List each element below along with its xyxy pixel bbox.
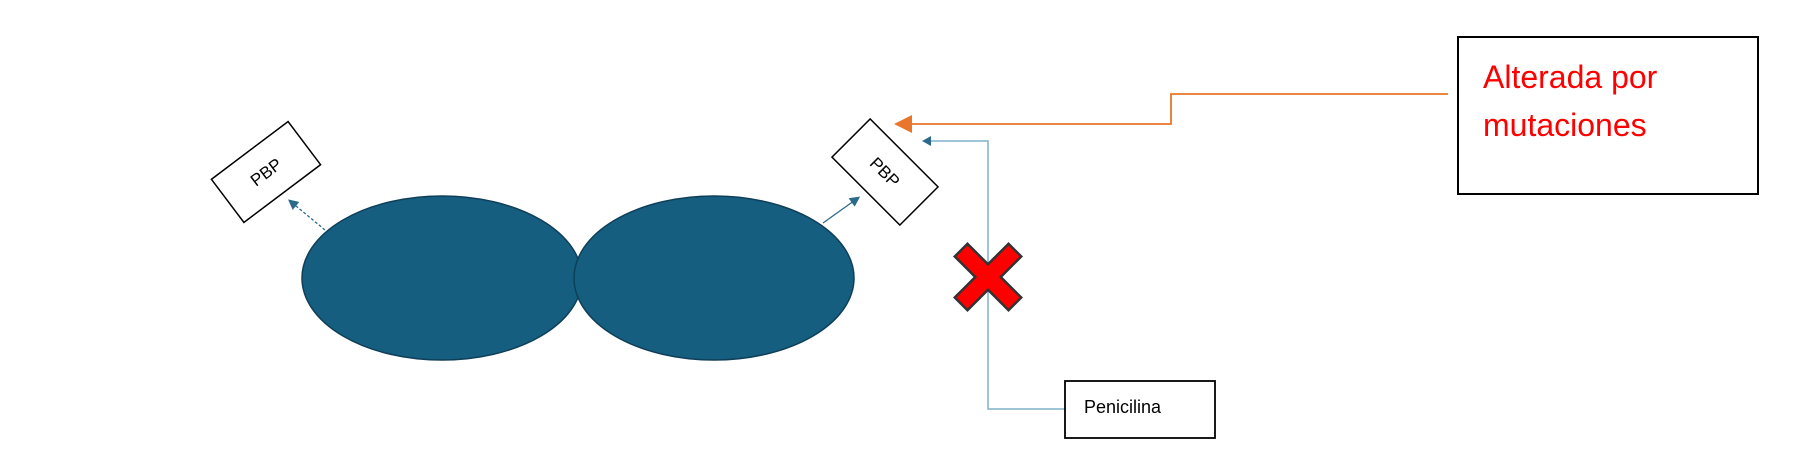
mutation-arrowhead bbox=[894, 115, 912, 133]
penicillin-arrowhead bbox=[922, 136, 931, 146]
penicillin-box: Penicilina bbox=[1064, 380, 1216, 439]
bacterial-cell-right bbox=[573, 195, 855, 361]
pbp-box-left: PBP bbox=[210, 120, 322, 224]
pbp-box-right: PBP bbox=[830, 117, 940, 227]
mutation-arrow-line bbox=[910, 93, 1448, 125]
mutation-label-line2: mutaciones bbox=[1483, 107, 1647, 143]
block-cross-icon bbox=[952, 241, 1024, 313]
mutation-box: Alterada por mutaciones bbox=[1457, 36, 1759, 195]
mutation-label-line1: Alterada por bbox=[1483, 59, 1658, 95]
arrow-cell-to-pbp-right bbox=[822, 196, 861, 224]
penicillin-label: Penicilina bbox=[1084, 397, 1162, 417]
arrow-cell-to-pbp-left bbox=[287, 199, 326, 231]
bacterial-cell-left bbox=[301, 195, 583, 361]
